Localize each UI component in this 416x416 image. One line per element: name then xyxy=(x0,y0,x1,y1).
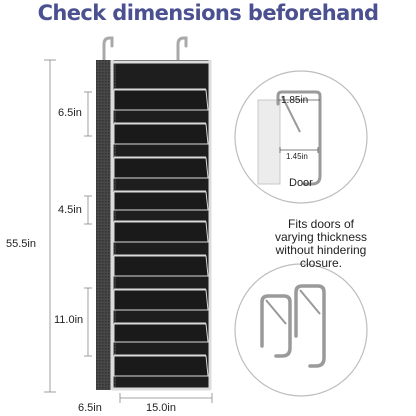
dim-pocket-top: 6.5in xyxy=(58,107,82,119)
feature-line-2: varying thickness xyxy=(274,230,368,244)
hook-top-width: 1.85in xyxy=(281,95,309,106)
dimension-lines xyxy=(44,59,213,403)
dim-width: 15.0in xyxy=(146,402,176,414)
feature-line-1: Fits doors of xyxy=(287,217,355,231)
hooks-circle xyxy=(234,263,368,397)
dim-depth: 6.5in xyxy=(78,402,102,414)
page-title: Check dimensions beforehand xyxy=(37,1,379,25)
door-label: Door xyxy=(289,177,313,189)
door-hooks xyxy=(102,36,188,64)
dim-pocket-bottom: 11.0in xyxy=(54,314,84,326)
feature-text: Fits doors of varying thickness without … xyxy=(255,218,387,270)
dim-total-height: 55.5in xyxy=(6,238,36,250)
hook-detail-circle xyxy=(234,70,368,204)
feature-line-3: without hindering closure. xyxy=(275,243,367,270)
dim-pocket-mid: 4.5in xyxy=(58,204,82,216)
hook-inner-width: 1.45in xyxy=(286,152,308,161)
pocket-fronts xyxy=(113,89,209,377)
